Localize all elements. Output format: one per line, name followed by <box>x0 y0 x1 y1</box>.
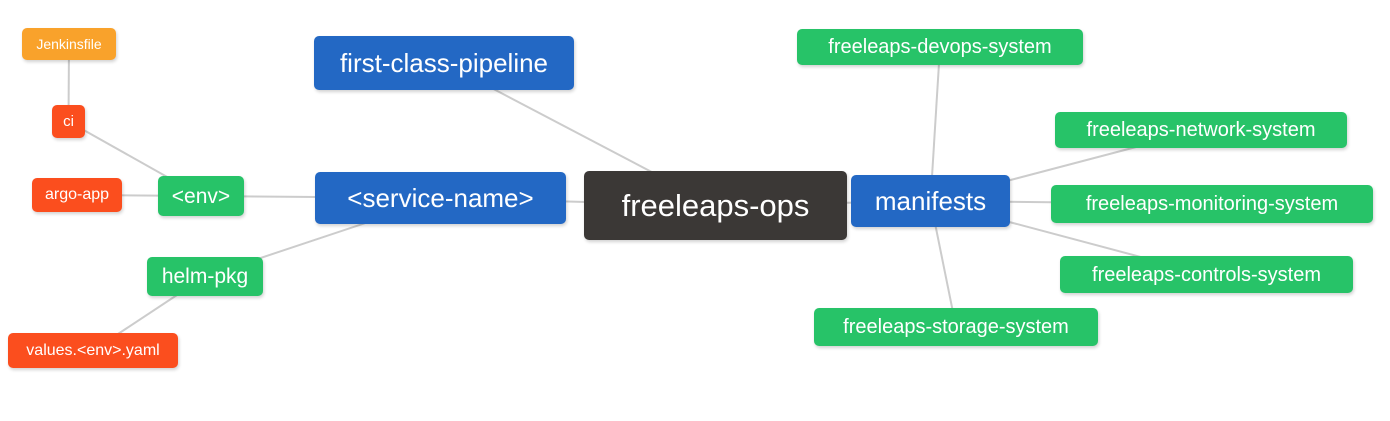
node-label: first-class-pipeline <box>339 48 549 78</box>
node-label: freeleaps-ops <box>621 188 810 223</box>
node-freeleaps-monitoring-system[interactable]: freeleaps-monitoring-system <box>1051 185 1373 223</box>
node-freeleaps-network-system[interactable]: freeleaps-network-system <box>1055 112 1347 148</box>
node-freeleaps-storage-system[interactable]: freeleaps-storage-system <box>814 308 1098 346</box>
node-manifests[interactable]: manifests <box>851 175 1010 227</box>
node-argo-app[interactable]: argo-app <box>32 178 122 212</box>
node-env[interactable]: <env> <box>158 176 244 216</box>
node-values-env-yaml[interactable]: values.<env>.yaml <box>8 333 178 368</box>
node-label: freeleaps-monitoring-system <box>1085 193 1339 215</box>
node-jenkinsfile[interactable]: Jenkinsfile <box>22 28 116 60</box>
node-label: Jenkinsfile <box>36 36 102 52</box>
node-label: freeleaps-storage-system <box>843 316 1069 338</box>
node-label: values.<env>.yaml <box>26 341 160 359</box>
node-freeleaps-ops[interactable]: freeleaps-ops <box>584 171 847 240</box>
node-label: <env> <box>171 184 231 208</box>
node-label: helm-pkg <box>161 265 249 288</box>
node-service-name[interactable]: <service-name> <box>315 172 566 224</box>
node-first-class-pipeline[interactable]: first-class-pipeline <box>314 36 574 90</box>
node-label: argo-app <box>44 186 110 203</box>
node-freeleaps-controls-system[interactable]: freeleaps-controls-system <box>1060 256 1353 293</box>
node-label: ci <box>63 113 74 130</box>
node-helm-pkg[interactable]: helm-pkg <box>147 257 263 296</box>
node-ci[interactable]: ci <box>52 105 85 138</box>
node-label: <service-name> <box>347 183 534 213</box>
node-label: freeleaps-network-system <box>1086 119 1316 141</box>
node-freeleaps-devops-system[interactable]: freeleaps-devops-system <box>797 29 1083 65</box>
node-label: manifests <box>874 186 987 216</box>
node-label: freeleaps-devops-system <box>828 36 1052 58</box>
node-label: freeleaps-controls-system <box>1092 263 1321 286</box>
